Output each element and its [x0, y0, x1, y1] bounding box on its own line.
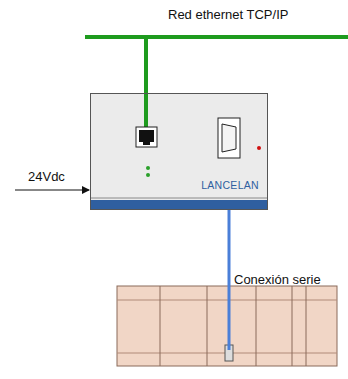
brand-label: LANCELAN	[201, 179, 259, 191]
serial-label: Conexión serie	[234, 273, 321, 288]
rj45-port	[136, 127, 157, 147]
ethernet-cable	[144, 37, 148, 130]
device-body	[90, 93, 268, 210]
gateway-device: LANCELAN	[90, 93, 268, 210]
power-label: 24Vdc	[28, 170, 65, 185]
db9-connector	[218, 118, 240, 158]
status-led	[146, 166, 150, 170]
network-label: Red ethernet TCP/IP	[168, 8, 288, 23]
ethernet-bus	[85, 35, 348, 39]
status-led	[146, 173, 150, 177]
plc-rack	[117, 286, 337, 366]
power-arrow	[15, 190, 89, 191]
error-led	[257, 146, 261, 150]
